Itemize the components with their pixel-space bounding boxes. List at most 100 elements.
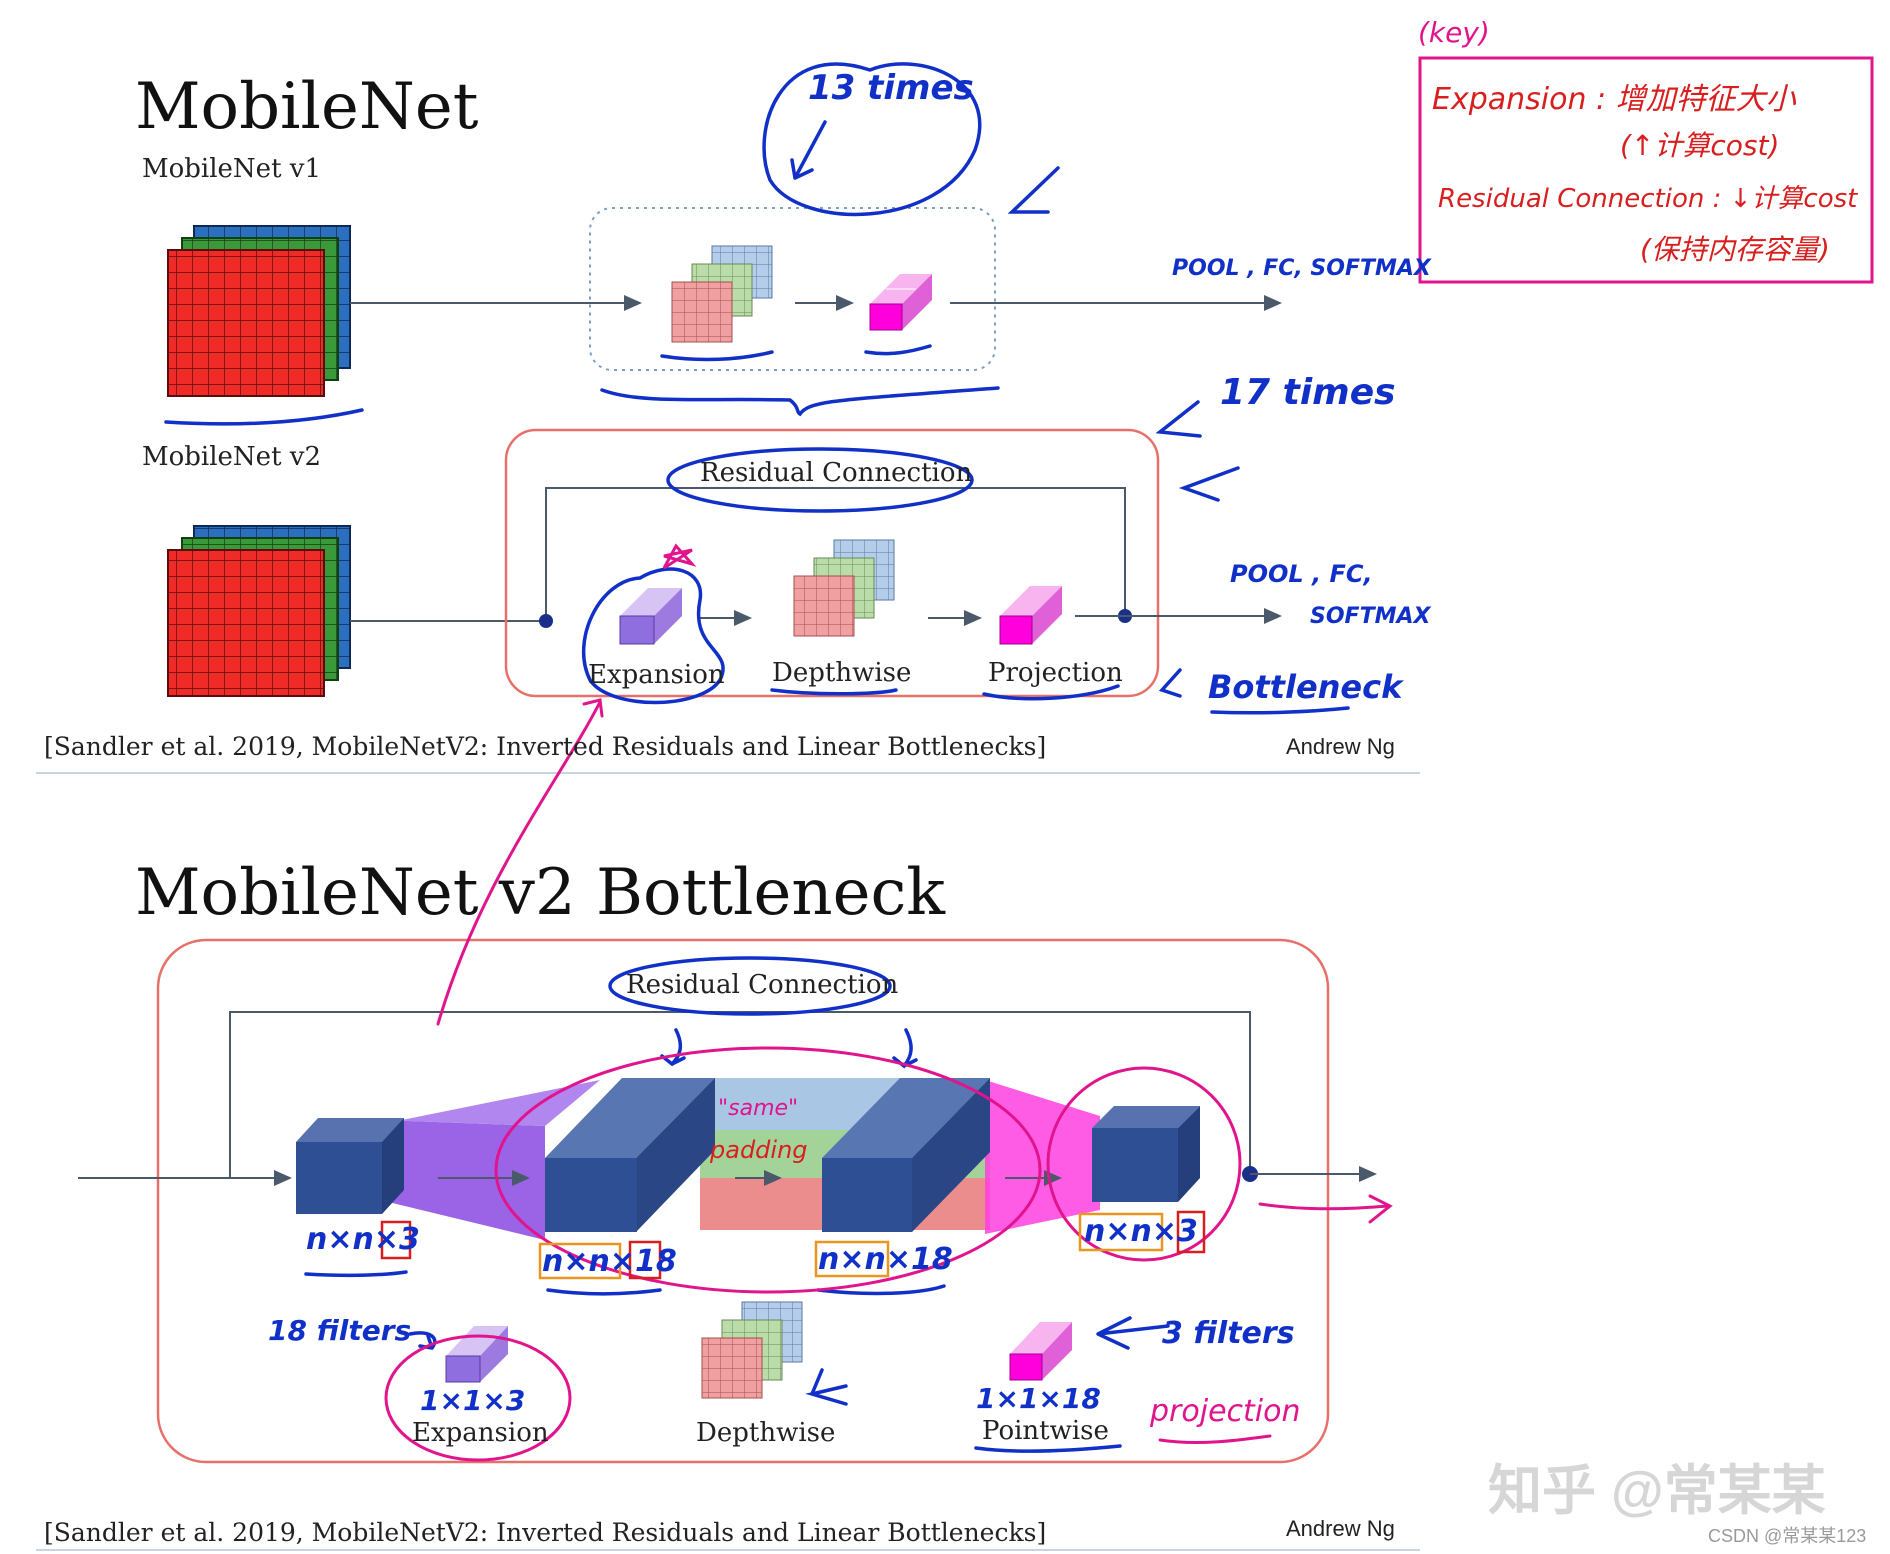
v1-depthwise-icon xyxy=(671,245,773,343)
note-pool-fc-2b: SOFTMAX xyxy=(1310,604,1431,629)
slide2-author: Andrew Ng xyxy=(1286,1516,1395,1541)
v2-depthwise-label: Depthwise xyxy=(772,658,912,688)
underline-pointwise-v1 xyxy=(864,344,932,356)
csdn-watermark: CSDN @常某某123 xyxy=(1708,1526,1867,1546)
shape-expansion: 1×1×3 xyxy=(420,1384,526,1417)
brace-v1 xyxy=(600,386,1000,417)
circle-output-block xyxy=(1046,1066,1242,1262)
underline-projection xyxy=(982,684,1120,701)
v1-input-tensor xyxy=(167,225,351,397)
star-mark xyxy=(662,543,697,570)
bottleneck-residual-label: Residual Connection xyxy=(626,970,899,1000)
slide2-citation: [Sandler et al. 2019, MobileNetV2: Inver… xyxy=(44,1518,1047,1547)
slide1-citation: [Sandler et al. 2019, MobileNetV2: Inver… xyxy=(44,732,1047,761)
note-17-times: 17 times xyxy=(1220,372,1396,413)
note-13-times: 13 times xyxy=(808,68,974,108)
link-arrow-line xyxy=(436,700,602,1026)
key-residual: Residual Connection : ↓计算cost xyxy=(1438,184,1858,214)
v1-dotted-block xyxy=(589,207,996,371)
dimension-boxes xyxy=(380,1210,1206,1280)
underline-depthwise-v1 xyxy=(660,350,774,362)
v2-bottleneck-box xyxy=(504,428,1160,698)
expansion-label: Expansion xyxy=(412,1418,549,1448)
box-in-channel xyxy=(380,1220,412,1260)
circle-residual-2 xyxy=(608,956,892,1016)
arrow-3-filters xyxy=(1096,1316,1170,1350)
magenta-ink-annotations xyxy=(384,56,1874,1462)
arrow-expansion-top xyxy=(660,1028,686,1067)
v2-projection-icon xyxy=(999,586,1062,645)
note-bottleneck: Bottleneck xyxy=(1208,668,1403,706)
note-projection: projection xyxy=(1150,1394,1301,1429)
v2-residual-path xyxy=(545,487,1126,621)
key-residual-2: (保持内存容量) xyxy=(1640,233,1830,266)
expansion-fan-top xyxy=(380,1080,600,1126)
depthwise-label: Depthwise xyxy=(696,1418,836,1448)
note-18-filters: 18 filters xyxy=(268,1314,412,1347)
underline-pointwise xyxy=(974,1444,1122,1453)
slide1-author: Andrew Ng xyxy=(1286,734,1395,759)
input-cube xyxy=(296,1118,404,1214)
circle-expansion-filter xyxy=(384,1334,572,1462)
depthwise-output-block xyxy=(822,1078,990,1232)
zhihu-watermark: 知乎 @常某某 xyxy=(1488,1461,1826,1521)
projection-fan xyxy=(985,1080,1100,1234)
pointwise-label: Pointwise xyxy=(982,1416,1109,1446)
dim-expansion: n×n×18 xyxy=(542,1244,677,1279)
underline-dim-in xyxy=(304,1270,408,1278)
dim-input: n×n×3 xyxy=(306,1222,420,1257)
expansion-filter-icon xyxy=(445,1326,508,1383)
key-expansion-2: (↑计算cost) xyxy=(1620,129,1780,162)
note-padding: padding xyxy=(710,1136,808,1164)
underline-dim-dw xyxy=(816,1284,946,1296)
arrow-bottleneck xyxy=(1158,668,1182,698)
note-pool-fc-2a: POOL , FC, xyxy=(1230,560,1373,588)
circle-13-times xyxy=(762,62,982,216)
output-arrow xyxy=(1258,1194,1393,1224)
box-out-nn xyxy=(1078,1212,1164,1252)
circle-mid-blocks xyxy=(494,1046,1042,1294)
v1-label: MobileNet v1 xyxy=(142,154,322,184)
key-title: (key) xyxy=(1418,16,1490,49)
output-cube xyxy=(1092,1106,1200,1202)
circle-expansion xyxy=(581,567,725,705)
v2-depthwise-icon xyxy=(793,539,895,637)
arrow-depthwise-top xyxy=(892,1028,918,1069)
expansion-block xyxy=(545,1078,715,1232)
v2-input-tensor xyxy=(167,525,351,697)
underline-depthwise xyxy=(770,688,898,696)
key-box xyxy=(1418,56,1874,284)
link-arrow-head xyxy=(582,698,604,718)
underline-bottleneck xyxy=(1210,706,1350,715)
v2-residual-dot-start xyxy=(539,614,553,628)
arrow-17-times xyxy=(1155,400,1202,438)
shape-pointwise: 1×1×18 xyxy=(976,1382,1101,1415)
v2-expansion-icon xyxy=(619,588,682,645)
arrow-v1-block xyxy=(1007,166,1060,214)
arrow-v2-block xyxy=(1178,466,1240,502)
arrow-13-times xyxy=(790,120,827,180)
key-expansion: Expansion : 增加特征大小 xyxy=(1432,82,1796,117)
box-out-channel xyxy=(1176,1210,1206,1254)
box-exp-nn xyxy=(538,1242,622,1280)
v2-expansion-label: Expansion xyxy=(588,660,725,690)
note-same: "same" xyxy=(718,1096,799,1121)
bottleneck-outer-box xyxy=(156,938,1330,1464)
note-pool-fc-1: POOL , FC, SOFTMAX xyxy=(1172,256,1431,281)
note-3-filters: 3 filters xyxy=(1162,1316,1295,1351)
bottleneck-residual-path xyxy=(229,1011,1251,1178)
slide2-title: MobileNet v2 Bottleneck xyxy=(135,856,946,930)
box-exp-channel xyxy=(628,1240,662,1280)
underline-v1-input xyxy=(164,408,364,426)
depthwise-filter-icon xyxy=(701,1301,803,1399)
underline-dim-exp xyxy=(546,1288,662,1296)
box-dw-nn xyxy=(814,1240,890,1278)
pointwise-filter-icon xyxy=(1009,1322,1072,1381)
expansion-fan xyxy=(380,1120,545,1240)
v1-pointwise-icon xyxy=(869,274,932,331)
slide1-title: MobileNet xyxy=(135,70,479,144)
blue-ink-annotations xyxy=(164,62,1350,1453)
v2-projection-label: Projection xyxy=(988,658,1123,688)
v2-residual-label: Residual Connection xyxy=(700,458,973,488)
